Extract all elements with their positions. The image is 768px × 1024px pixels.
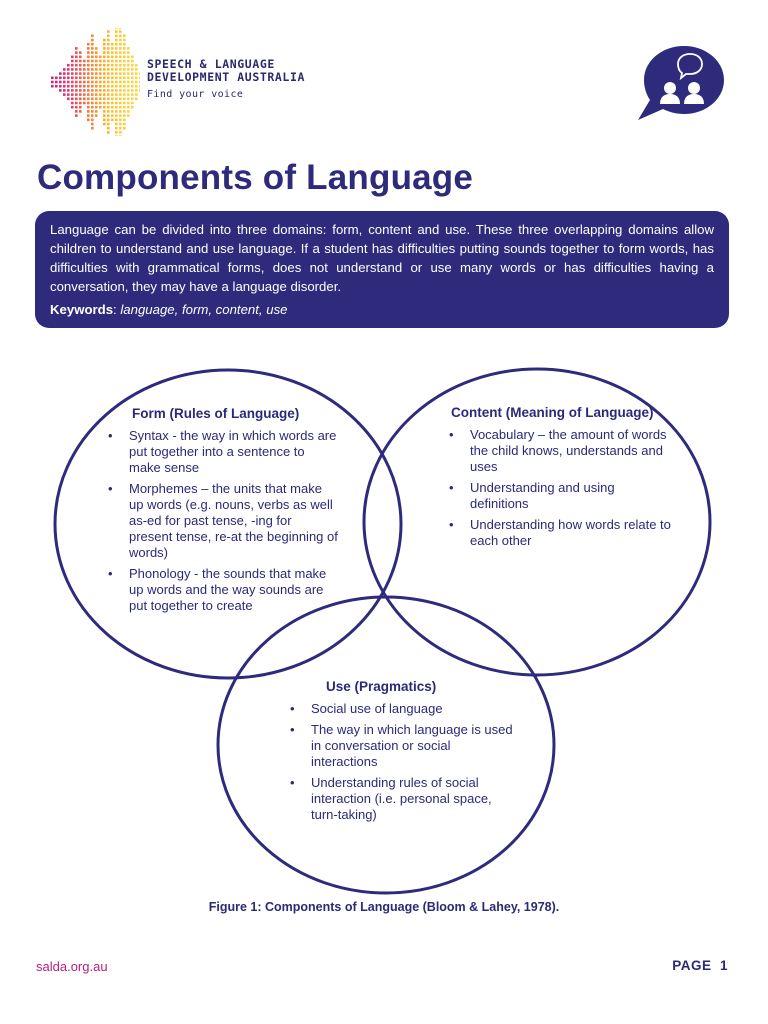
form-heading: Form (Rules of Language) <box>132 406 300 421</box>
list-item: Morphemes – the units that make up words… <box>106 481 338 561</box>
brand-tagline: Find your voice <box>147 89 244 100</box>
content-list: Vocabulary – the amount of words the chi… <box>447 427 671 549</box>
page-number: PAGE 1 <box>672 958 728 973</box>
brand-line-1: SPEECH & LANGUAGE <box>147 57 275 71</box>
use-circle <box>216 595 556 895</box>
form-section: Form (Rules of Language) Syntax - the wa… <box>106 405 338 619</box>
intro-text: Language can be divided into three domai… <box>50 222 714 294</box>
venn-diagram <box>53 367 712 895</box>
list-item: Syntax - the way in which words are put … <box>106 428 338 476</box>
list-item: The way in which language is used in con… <box>288 722 516 770</box>
list-item: Vocabulary – the amount of words the chi… <box>447 427 671 475</box>
content-circle <box>362 367 712 677</box>
keywords-list: language, form, content, use <box>120 302 288 317</box>
figure-caption: Figure 1: Components of Language (Bloom … <box>208 900 560 914</box>
content-heading: Content (Meaning of Language) <box>451 405 654 420</box>
intro-panel: Language can be divided into three domai… <box>35 211 729 328</box>
brand-name: SPEECH & LANGUAGE DEVELOPMENT AUSTRALIA <box>147 58 305 84</box>
list-item: Phonology - the sounds that make up word… <box>106 566 338 614</box>
form-list: Syntax - the way in which words are put … <box>106 428 338 614</box>
logo-equalizer-icon <box>51 28 140 136</box>
website-link[interactable]: salda.org.au <box>36 959 108 974</box>
use-heading: Use (Pragmatics) <box>326 679 437 694</box>
list-item: Social use of language <box>288 701 516 717</box>
page-title: Components of Language <box>37 158 474 197</box>
use-list: Social use of language The way in which … <box>288 701 516 823</box>
speech-bubble-icon <box>638 46 724 120</box>
keywords-label: Keywords <box>50 302 114 317</box>
content-section: Content (Meaning of Language) Vocabulary… <box>449 404 671 554</box>
use-section: Use (Pragmatics) Social use of language … <box>288 678 516 828</box>
keywords-line: Keywords: language, form, content, use <box>50 302 288 317</box>
list-item: Understanding how words relate to each o… <box>447 517 671 549</box>
list-item: Understanding rules of social interactio… <box>288 775 516 823</box>
list-item: Understanding and using definitions <box>447 480 671 512</box>
form-circle <box>53 368 403 680</box>
brand-line-2: DEVELOPMENT AUSTRALIA <box>147 70 305 84</box>
